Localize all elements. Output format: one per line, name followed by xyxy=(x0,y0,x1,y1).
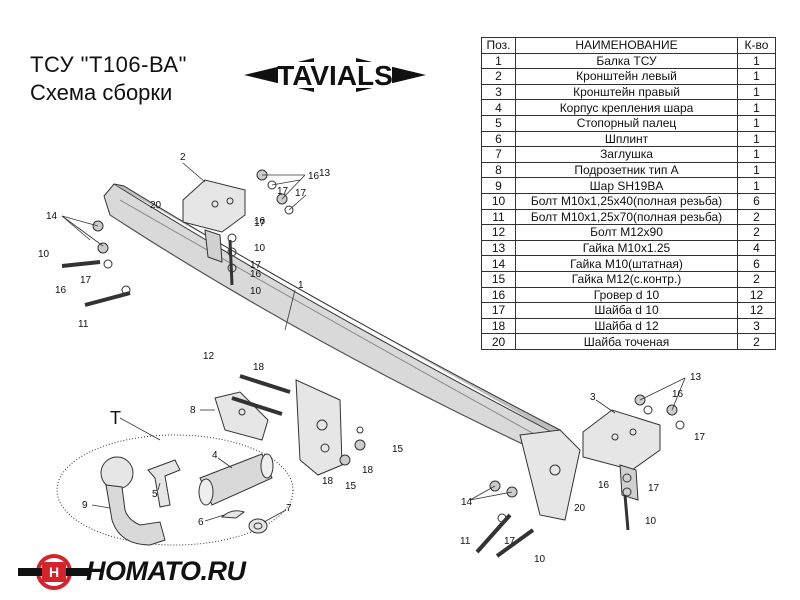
part-name: Подрозетник тип А xyxy=(515,161,738,179)
callout-5: 5 xyxy=(152,489,158,500)
bolt-left-group xyxy=(61,220,131,307)
part-name: Шайба точеная xyxy=(515,333,738,350)
callout-11-b: 11 xyxy=(460,536,471,547)
kit-t-ellipse xyxy=(56,434,294,546)
homato-site-name: HOMATO.RU xyxy=(86,556,246,586)
right-bracket xyxy=(582,409,661,501)
callout-10-b: 10 xyxy=(254,243,266,254)
bolt-m12-group xyxy=(231,374,291,416)
callout-10-a: 10 xyxy=(38,249,50,260)
callout-16-c: 16 xyxy=(250,269,262,280)
callout-kit-t: Т xyxy=(110,408,121,428)
ball-housing xyxy=(198,453,274,506)
callout-12: 12 xyxy=(203,351,215,362)
part-quantity: 2 xyxy=(737,333,776,350)
callout-1: 1 xyxy=(298,280,304,291)
callout-10-e: 10 xyxy=(534,554,546,565)
part-position: 20 xyxy=(481,333,516,350)
beam-right-end-plate xyxy=(519,429,581,521)
socket-plate xyxy=(214,391,269,441)
callout-17-g: 17 xyxy=(648,483,660,494)
svg-text:H: H xyxy=(49,564,59,580)
part-name: Гровер d 10 xyxy=(515,286,738,304)
callout-10-d: 10 xyxy=(645,516,657,527)
callout-14-a: 14 xyxy=(46,211,58,222)
part-position: 18 xyxy=(481,317,516,335)
cotter-pin xyxy=(220,510,246,519)
callout-8: 8 xyxy=(190,405,196,416)
homato-logo: H xyxy=(18,554,90,590)
callout-18-c: 18 xyxy=(322,476,334,487)
product-title: ТСУ "Т106-ВА" xyxy=(30,52,187,77)
tow-ball xyxy=(100,456,166,546)
callout-14-b: 14 xyxy=(461,497,473,508)
part-position: 15 xyxy=(481,270,516,288)
callout-20-a: 20 xyxy=(150,200,162,211)
callout-17-f: 17 xyxy=(694,432,706,443)
callout-13-b: 13 xyxy=(690,372,702,383)
part-name: Шар SH19BA xyxy=(515,177,738,194)
callout-15-b: 15 xyxy=(345,481,357,492)
callout-18-a: 18 xyxy=(253,362,265,373)
tavials-logo: TAVIALS xyxy=(244,58,426,92)
callout-17-c: 17 xyxy=(254,218,266,229)
part-name: Шайба d 10 xyxy=(515,302,738,319)
part-name: Болт М10х1,25х40(полная резьба) xyxy=(515,192,738,210)
header-qty: К-во xyxy=(737,37,776,54)
part-quantity: 12 xyxy=(737,286,776,304)
callout-3: 3 xyxy=(590,392,596,403)
end-plug xyxy=(248,518,268,534)
callout-2: 2 xyxy=(180,152,186,163)
callout-7: 7 xyxy=(286,503,292,514)
callout-6: 6 xyxy=(198,517,204,528)
callout-9: 9 xyxy=(82,500,88,511)
tavials-logo-text: TAVIALS xyxy=(277,60,393,91)
part-position: 14 xyxy=(481,255,516,272)
callout-17-b: 17 xyxy=(295,188,307,199)
callout-17-a: 17 xyxy=(277,186,289,197)
callout-16-a: 16 xyxy=(308,171,320,182)
callout-16-e: 16 xyxy=(672,389,684,400)
part-name: Кронштейн правый xyxy=(515,83,738,101)
callout-13-a: 13 xyxy=(319,168,331,179)
callout-16-f: 16 xyxy=(598,480,610,491)
callout-16-d: 16 xyxy=(55,285,67,296)
assembly-scheme-title: Схема сборки xyxy=(30,80,173,105)
locking-pin xyxy=(147,459,181,508)
callout-15-a: 15 xyxy=(392,444,404,455)
callout-18-b: 18 xyxy=(362,465,374,476)
callout-11-a: 11 xyxy=(78,319,89,330)
parts-table-header: Поз. НАИМЕНОВАНИЕ К-во xyxy=(481,37,776,54)
part-position: 12 xyxy=(481,224,516,241)
callout-17-h: 17 xyxy=(504,536,516,547)
callout-20-b: 20 xyxy=(574,503,586,514)
callout-16-b: 16 xyxy=(254,216,266,227)
callout-4: 4 xyxy=(212,450,218,461)
part-name: Стопорный палец xyxy=(515,114,738,132)
callout-10-c: 10 xyxy=(250,286,262,297)
header-name: НАИМЕНОВАНИЕ xyxy=(515,37,738,54)
part-name: Шайба d 12 xyxy=(515,317,738,335)
callout-17-e: 17 xyxy=(80,275,92,286)
leader-lines xyxy=(61,162,686,523)
ball-mount-plate xyxy=(295,379,343,476)
callout-17-d: 17 xyxy=(250,260,262,271)
callout-labels: 1 2 3 4 5 6 7 8 9 10 10 10 10 10 11 11 1… xyxy=(38,152,706,565)
left-bracket xyxy=(182,179,246,263)
part-name: Болт М10х1,25х70(полная резьба) xyxy=(515,208,738,226)
